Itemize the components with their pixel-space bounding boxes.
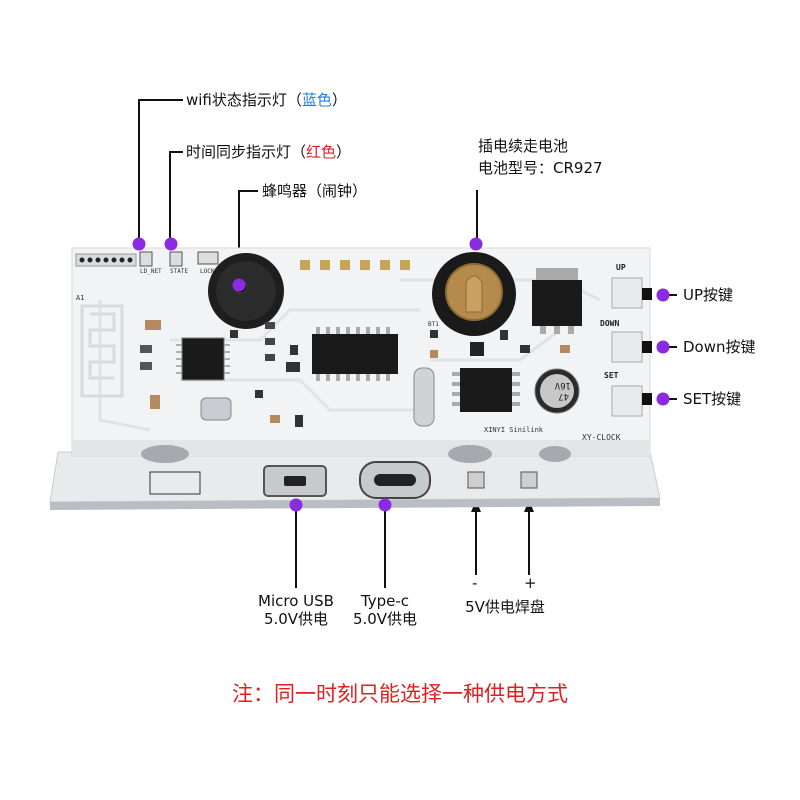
svg-text:16V: 16V [554,380,571,390]
silk-brand: XINYI Sinilink [484,426,544,434]
silk-lock: LOCK [200,268,215,275]
label-typec: Type-c 5.0V供电 [352,592,418,628]
antenna [80,304,124,398]
marker-typec [378,498,392,512]
led-net [139,251,153,267]
crystal [200,397,232,421]
header-pins [75,253,137,267]
label-plus: + [524,574,537,592]
marker-wifi-led [132,237,146,251]
label-battery-2: 电池型号：CR927 [478,159,603,177]
marker-set [656,392,670,406]
marker-micro-usb [289,498,303,512]
rtc-chip [460,368,512,412]
driver-ic [312,334,398,374]
mcu-chip [181,337,225,381]
led-state [169,251,183,267]
label-minus: - [472,574,478,592]
marker-down [656,340,670,354]
silk-down: DOWN [600,319,619,328]
rtc-crystal [413,367,435,427]
silk-up: UP [616,263,626,272]
silk-a1: A1 [76,294,84,302]
marker-sync-led [164,237,178,251]
marker-buzzer [232,278,246,292]
silk-bt1: BT1 [428,321,439,328]
smd-components [140,320,570,427]
bottom-board [49,451,661,503]
label-battery-1: 插电续走电池 [478,137,569,155]
label-set-button: SET按键 [683,390,742,408]
marker-battery [469,237,483,251]
label-sync-led: 时间同步指示灯（红色） [186,143,352,161]
label-wifi-led: wifi状态指示灯（蓝色） [186,91,347,109]
label-down-button: Down按键 [683,338,756,356]
label-power-pads: 5V供电焊盘 [465,598,545,616]
marker-up [656,288,670,302]
label-buzzer: 蜂鸣器（闹钟） [262,182,368,200]
solder-joints [141,445,571,463]
silk-set: SET [604,371,619,380]
pin-row [300,260,410,270]
side-buttons [611,277,652,417]
silk-model: XY-CLOCK [582,433,621,442]
silk-state: STATE [170,268,188,275]
label-up-button: UP按键 [683,286,734,304]
label-micro-usb: Micro USB 5.0V供电 [258,592,334,628]
silk-ld-net: LD_NET [140,268,162,275]
power-note: 注：同一时刻只能选择一种供电方式 [232,682,568,706]
regulator [532,280,582,326]
svg-text:47: 47 [558,391,569,401]
